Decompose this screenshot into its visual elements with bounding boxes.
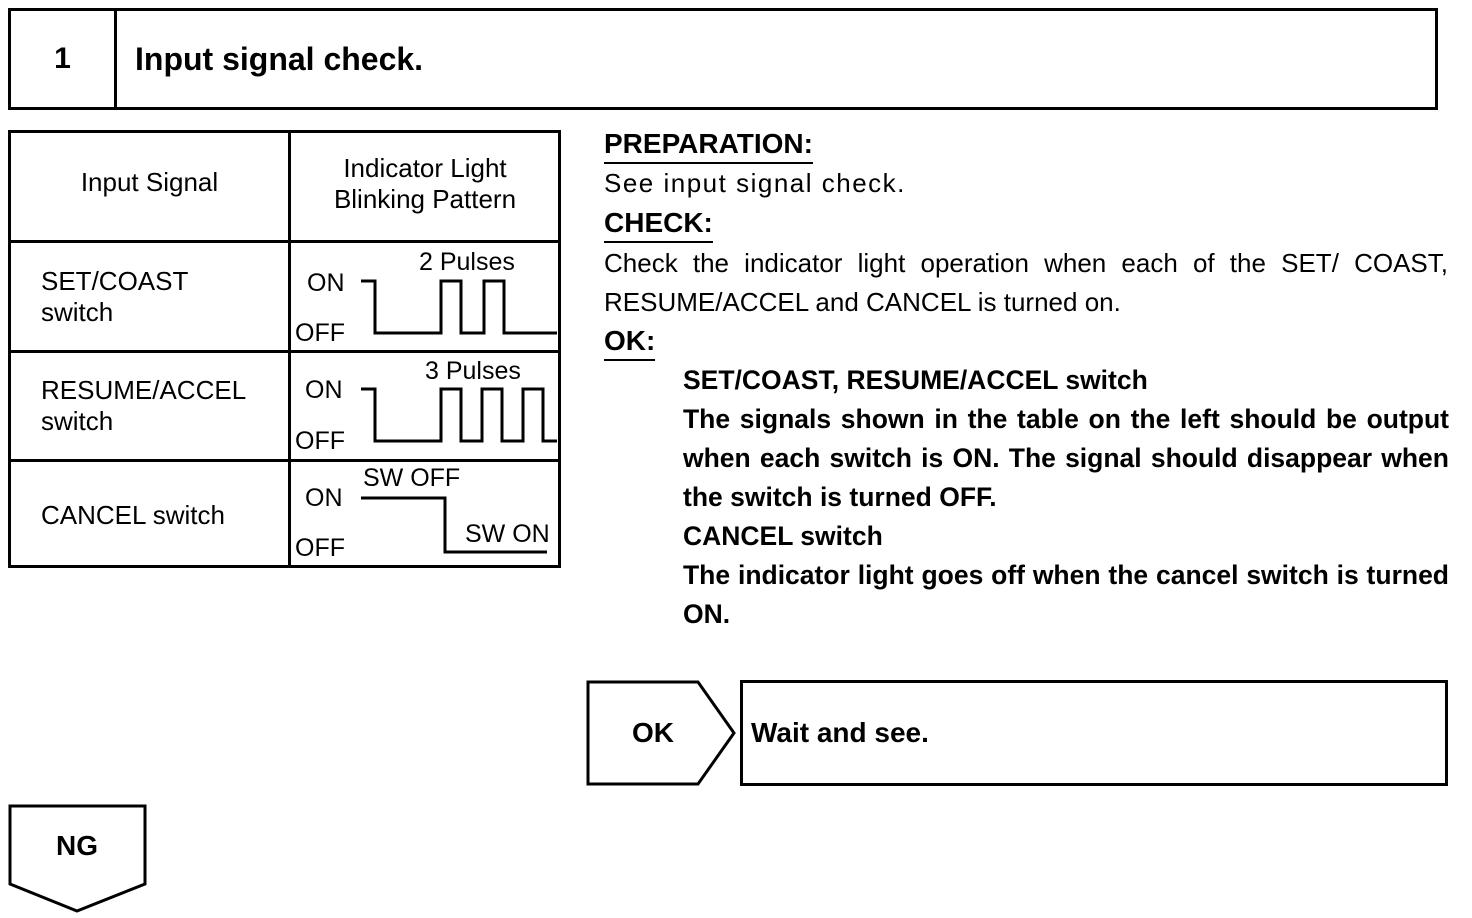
ok-item1-title: SET/COAST, RESUME/ACCEL switch bbox=[683, 365, 1148, 395]
waveform-cancel: ON OFF SW OFF SW ON bbox=[295, 464, 550, 562]
table-row-divider bbox=[11, 240, 558, 243]
waveform-line bbox=[361, 279, 557, 335]
row-name-line1: RESUME/ACCEL bbox=[41, 375, 247, 405]
wave-sw-on-label: SW ON bbox=[465, 520, 550, 548]
row-name-line2: switch bbox=[41, 297, 114, 327]
signal-table: Input Signal Indicator Light Blinking Pa… bbox=[8, 130, 561, 568]
table-row-divider bbox=[11, 459, 558, 462]
waveform-line bbox=[361, 387, 557, 443]
row-name-line2: switch bbox=[41, 406, 114, 436]
ok-item2-title: CANCEL switch bbox=[683, 521, 883, 551]
table-row-cancel-label: CANCEL switch bbox=[41, 500, 225, 530]
waveform-line bbox=[361, 496, 547, 554]
check-heading: CHECK: bbox=[604, 207, 713, 243]
ng-arrow-shape bbox=[8, 804, 147, 913]
check-text: Check the indicator light operation when… bbox=[604, 248, 1448, 317]
wave-sw-off-label: SW OFF bbox=[363, 464, 460, 492]
step-title: Input signal check. bbox=[135, 40, 424, 77]
ok-item2-text: The indicator light goes off when the ca… bbox=[683, 560, 1449, 629]
wave-annotation: 3 Pulses bbox=[425, 357, 521, 385]
wave-on-label: ON bbox=[307, 269, 345, 297]
header-blinking-pattern: Indicator Light Blinking Pattern bbox=[291, 153, 559, 215]
table-row-resume-accel-label: RESUME/ACCEL switch bbox=[41, 375, 246, 437]
ng-flow-label: NG bbox=[56, 830, 98, 861]
header-pattern-line1: Indicator Light bbox=[343, 153, 507, 183]
wave-off-label: OFF bbox=[295, 427, 345, 455]
wave-off-label: OFF bbox=[295, 319, 345, 347]
preparation-text: See input signal check. bbox=[604, 168, 906, 198]
preparation-heading: PREPARATION: bbox=[604, 128, 813, 164]
step-number: 1 bbox=[11, 11, 117, 107]
waveform-resume-accel: ON OFF 3 Pulses bbox=[295, 357, 557, 455]
ok-flow-label: OK bbox=[632, 717, 674, 748]
wave-annotation: 2 Pulses bbox=[419, 248, 515, 276]
table-row-set-coast-label: SET/COAST switch bbox=[41, 266, 188, 328]
ok-arrow-shape bbox=[586, 680, 736, 786]
waveform-set-coast: ON OFF 2 Pulses bbox=[295, 248, 557, 347]
row-name-line1: SET/COAST bbox=[41, 266, 189, 296]
ok-item1-text: The signals shown in the table on the le… bbox=[683, 404, 1449, 512]
header-pattern-line2: Blinking Pattern bbox=[333, 184, 517, 214]
ok-result-box: Wait and see. bbox=[740, 680, 1448, 786]
wave-on-label: ON bbox=[305, 484, 343, 512]
step-header: 1 Input signal check. bbox=[8, 8, 1438, 110]
ok-criteria: SET/COAST, RESUME/ACCEL switch The signa… bbox=[683, 361, 1449, 634]
table-row-divider bbox=[11, 350, 558, 353]
ok-heading: OK: bbox=[604, 325, 656, 361]
table-column-divider bbox=[288, 133, 291, 565]
header-input-signal: Input Signal bbox=[80, 167, 219, 197]
wave-off-label: OFF bbox=[295, 534, 345, 562]
wave-on-label: ON bbox=[305, 376, 343, 404]
